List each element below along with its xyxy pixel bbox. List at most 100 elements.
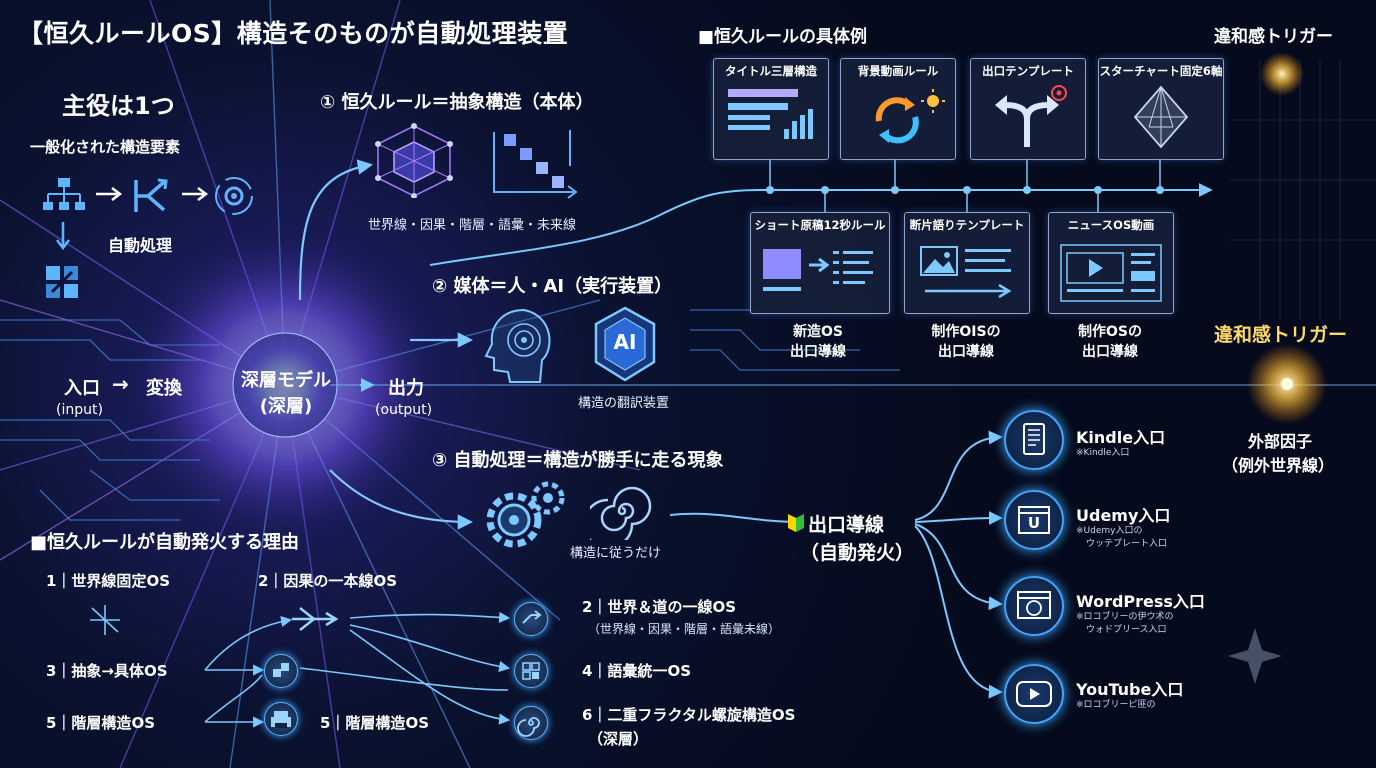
- trigger-label-top: 違和感トリガー: [1214, 27, 1333, 47]
- section3-caption: 構造に従うだけ: [570, 546, 662, 561]
- human-head-icon: [484, 308, 551, 383]
- hierarchy-icon: [43, 178, 85, 210]
- example-box-exit-template[interactable]: 出口テンプレート: [970, 58, 1086, 160]
- wordpress-icon[interactable]: [1004, 576, 1064, 636]
- arrow-right-icon: [182, 187, 209, 201]
- udemy-letter: U: [1027, 514, 1041, 532]
- printer-icon: [264, 702, 298, 736]
- caption-line: 新造OS: [793, 324, 843, 340]
- vocab-grid-icon: [514, 654, 548, 688]
- example-box-label: ショート原稿12秒ルール: [754, 218, 886, 232]
- example-caption-3: 制作OSの 出口導線: [1060, 322, 1160, 362]
- staircase-flow-icon: [493, 130, 578, 199]
- section2-caption: 構造の翻訳装置: [578, 396, 670, 411]
- section2-heading: ② 媒体＝人・AI（実行装置）: [432, 276, 673, 297]
- ai-label: AI: [613, 330, 637, 354]
- refresh-sun-icon: [875, 89, 945, 144]
- udemy-entry-label[interactable]: Udemy入口: [1076, 506, 1171, 525]
- wordpress-entry-sub2: ウォドプリース入口: [1086, 625, 1167, 635]
- entry-en-label: (input): [56, 402, 103, 418]
- printer-glyph: [271, 711, 291, 728]
- udemy-glyph: [1018, 506, 1050, 534]
- cube-network-icon: [375, 123, 453, 198]
- example-box-title-structure[interactable]: タイトル三層構造: [713, 58, 829, 160]
- core-subtitle: (深層): [259, 396, 313, 417]
- arrow-down-icon: [56, 222, 70, 251]
- reason-item-2b: 2｜世界＆道の一線OS: [582, 598, 736, 616]
- udemy-entry-sub1: ※Udemy入口の: [1076, 526, 1143, 536]
- output-label: 出力: [388, 378, 424, 399]
- ereader-glyph: [1023, 423, 1045, 455]
- kindle-icon[interactable]: [1004, 410, 1064, 470]
- example-box-star-chart[interactable]: スターチャート固定6軸: [1098, 58, 1224, 160]
- kindle-entry-sub: ※Kindle入口: [1076, 448, 1130, 458]
- reason-item-6: 6｜二重フラクタル螺旋構造OS: [582, 706, 796, 724]
- core-title: 深層モデル: [241, 370, 331, 391]
- example-box-bg-video-rule[interactable]: 背景動画ルール: [840, 58, 956, 160]
- caption-line: 出口導線: [938, 344, 994, 360]
- trigger-label-mid: 違和感トリガー: [1214, 324, 1348, 346]
- page-title: 【恒久ルールOS】構造そのものが自動処理装置: [18, 19, 569, 48]
- ai-chip-icon: [594, 306, 656, 382]
- grid-glyph: [522, 662, 540, 680]
- reasons-heading: ■恒久ルールが自動発火する理由: [30, 532, 300, 553]
- example-box-label: 断片語りテンプレート: [909, 218, 1025, 232]
- flow-arrow: →: [112, 372, 129, 396]
- wordpress-entry-label[interactable]: WordPress入口: [1076, 592, 1205, 611]
- wordpress-entry-sub1: ※ロコブリーの伊ウ术の: [1076, 612, 1174, 622]
- reason-item-6-sub: （深層）: [588, 730, 649, 748]
- example-box-news-os[interactable]: ニュースOS動画: [1048, 212, 1174, 314]
- youtube-entry-sub: ※ロコブリーピ匪の: [1076, 700, 1156, 710]
- auto-process-label: 自動処理: [108, 236, 173, 255]
- convert-label: 変換: [146, 378, 182, 399]
- example-caption-1: 新造OS 出口導線: [768, 322, 868, 362]
- pyramid-icon: [1133, 85, 1189, 149]
- main-actor-heading: 主役は1つ: [62, 92, 175, 120]
- youtube-icon[interactable]: [1004, 664, 1064, 724]
- youtube-entry-label[interactable]: YouTube入口: [1076, 680, 1184, 699]
- reason-item-1: 1｜世界線固定OS: [46, 572, 170, 590]
- reason-item-5a: 5｜階層構造OS: [46, 714, 155, 732]
- udemy-entry-sub2: ウッテプレート入口: [1086, 539, 1168, 549]
- reason-item-5b: 5｜階層構造OS: [320, 714, 429, 732]
- spiral-glyph: [517, 717, 540, 737]
- abstract-concrete-icon: [264, 654, 298, 688]
- example-box-fragment-template[interactable]: 断片語りテンプレート: [904, 212, 1030, 314]
- image-text-icon: [920, 246, 1012, 299]
- example-box-short-script[interactable]: ショート原稿12秒ルール: [750, 212, 890, 314]
- exit-label: 出口導線: [808, 514, 885, 536]
- example-box-label: タイトル三層構造: [725, 64, 817, 78]
- output-en-label: (output): [375, 402, 433, 418]
- examples-heading: ■恒久ルールの具体例: [698, 27, 868, 47]
- reason-item-2: 2｜因果の一本線OS: [258, 572, 397, 590]
- shuffle-glyph: [273, 663, 289, 677]
- reason-item-3: 3｜抽象→具体OS: [46, 662, 168, 680]
- fractal-spiral-icon: [514, 706, 548, 740]
- section3-heading: ③ 自動処理＝構造が勝手に走る現象: [432, 450, 724, 471]
- example-caption-2: 制作OISの 出口導線: [916, 322, 1016, 362]
- split-arrow-target-icon: [995, 85, 1067, 147]
- reason-item-4: 4｜語彙統一OS: [582, 662, 691, 680]
- merge-glyph: [522, 610, 542, 624]
- caption-line: 出口導線: [1082, 344, 1138, 360]
- youtube-glyph: [1016, 681, 1052, 707]
- beginner-leaf-icon: [788, 514, 804, 532]
- branch-structure-icon: [134, 178, 168, 212]
- example-box-label: ニュースOS動画: [1067, 218, 1155, 232]
- example-box-label: 背景動画ルール: [857, 64, 939, 78]
- gear-cycle-icon: [215, 177, 253, 215]
- caption-line: 出口導線: [790, 344, 846, 360]
- slide-to-list-icon: [763, 249, 873, 291]
- browser-wp-glyph: [1017, 591, 1051, 619]
- caption-line: 制作OSの: [1078, 324, 1142, 340]
- example-box-label: スターチャート固定6軸: [1099, 64, 1223, 78]
- section1-heading: ① 恒久ルール＝抽象構造（本体）: [320, 92, 594, 113]
- entry-label: 入口: [64, 378, 100, 399]
- merge-arrow-icon: [514, 602, 548, 636]
- udemy-icon[interactable]: U: [1004, 490, 1064, 550]
- spiral-icon: [590, 486, 652, 540]
- gears-icon: [486, 481, 565, 548]
- kindle-entry-label[interactable]: Kindle入口: [1076, 428, 1166, 447]
- section1-caption: 世界線・因果・階層・語彙・未来線: [368, 218, 577, 233]
